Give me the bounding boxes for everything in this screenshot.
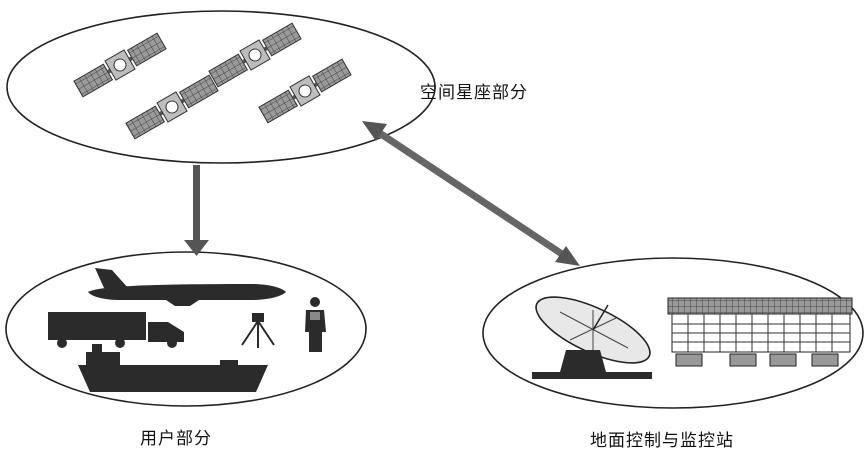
satellite-icon — [125, 74, 219, 140]
space-segment-label: 空间星座部分 — [420, 83, 528, 103]
arrow-space-ground-bidirectional — [362, 121, 580, 266]
arrow-space-to-user — [184, 165, 209, 256]
satellite-icon — [73, 32, 167, 98]
ground-segment-ellipse — [482, 257, 864, 409]
ground-segment-label: 地面控制与监控站 — [590, 431, 734, 451]
dish-antenna-icon — [532, 296, 652, 379]
airplane-icon — [88, 268, 286, 306]
truck-icon — [48, 312, 184, 348]
ship-icon — [78, 344, 268, 392]
satellite-icon — [208, 22, 302, 88]
user-segment-label: 用户部分 — [140, 429, 212, 449]
space-segment-ellipse — [6, 10, 436, 164]
control-building-icon — [667, 297, 853, 367]
surveying-tripod-icon — [241, 313, 275, 348]
satellite-icon — [258, 58, 352, 124]
person-icon — [305, 297, 326, 352]
user-segment-ellipse — [5, 251, 367, 407]
